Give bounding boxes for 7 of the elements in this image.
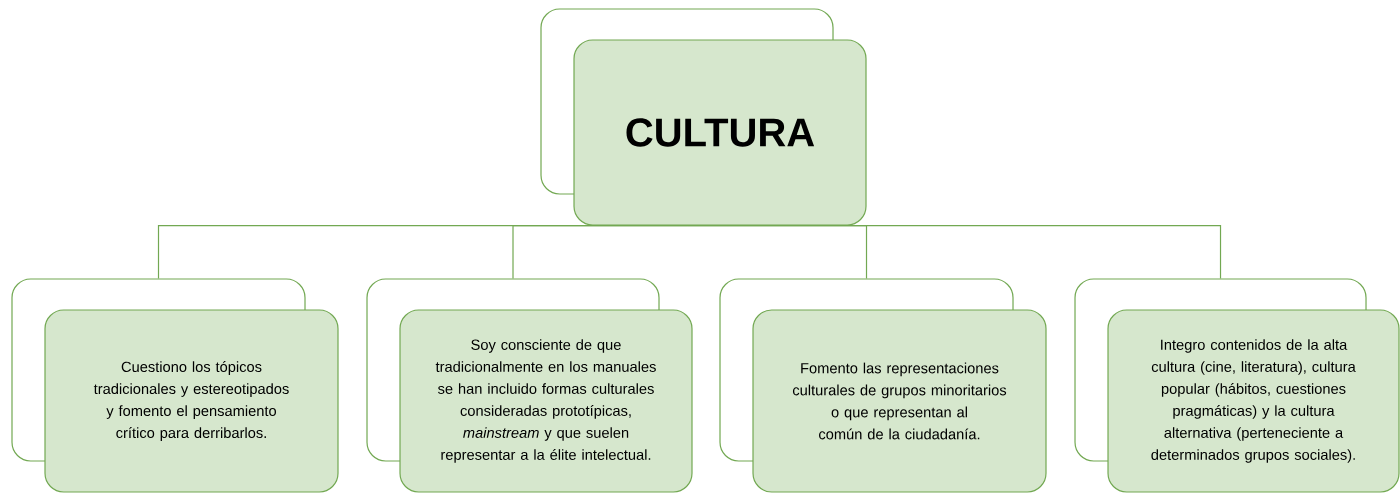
text-box: Cuestiono los tópicos tradicionales y estereotipados y fomento el pensamiento crítico para derribarlos. bbox=[44, 309, 339, 493]
connector-line bbox=[512, 225, 688, 279]
text-box: Integro contenidos de la alta cultura (cine, literatura), cultura popular (hábitos, cuestiones pragmáticas) y la cultura alternativa (perteneciente a determinados grupos sociales). bbox=[1107, 309, 1400, 493]
title-box: CULTURA bbox=[573, 39, 867, 226]
text-box: Soy consciente de que tradicionalmente en los manuales se han incluido formas culturales consideradas prototípicas, mainstream y que suelen representar a la élite intelectual. bbox=[399, 309, 693, 493]
connector-line bbox=[686, 225, 1222, 279]
text-box: Fomento las representaciones culturales de grupos minoritarios o que representan al común de la ciudadanía. bbox=[752, 309, 1047, 493]
